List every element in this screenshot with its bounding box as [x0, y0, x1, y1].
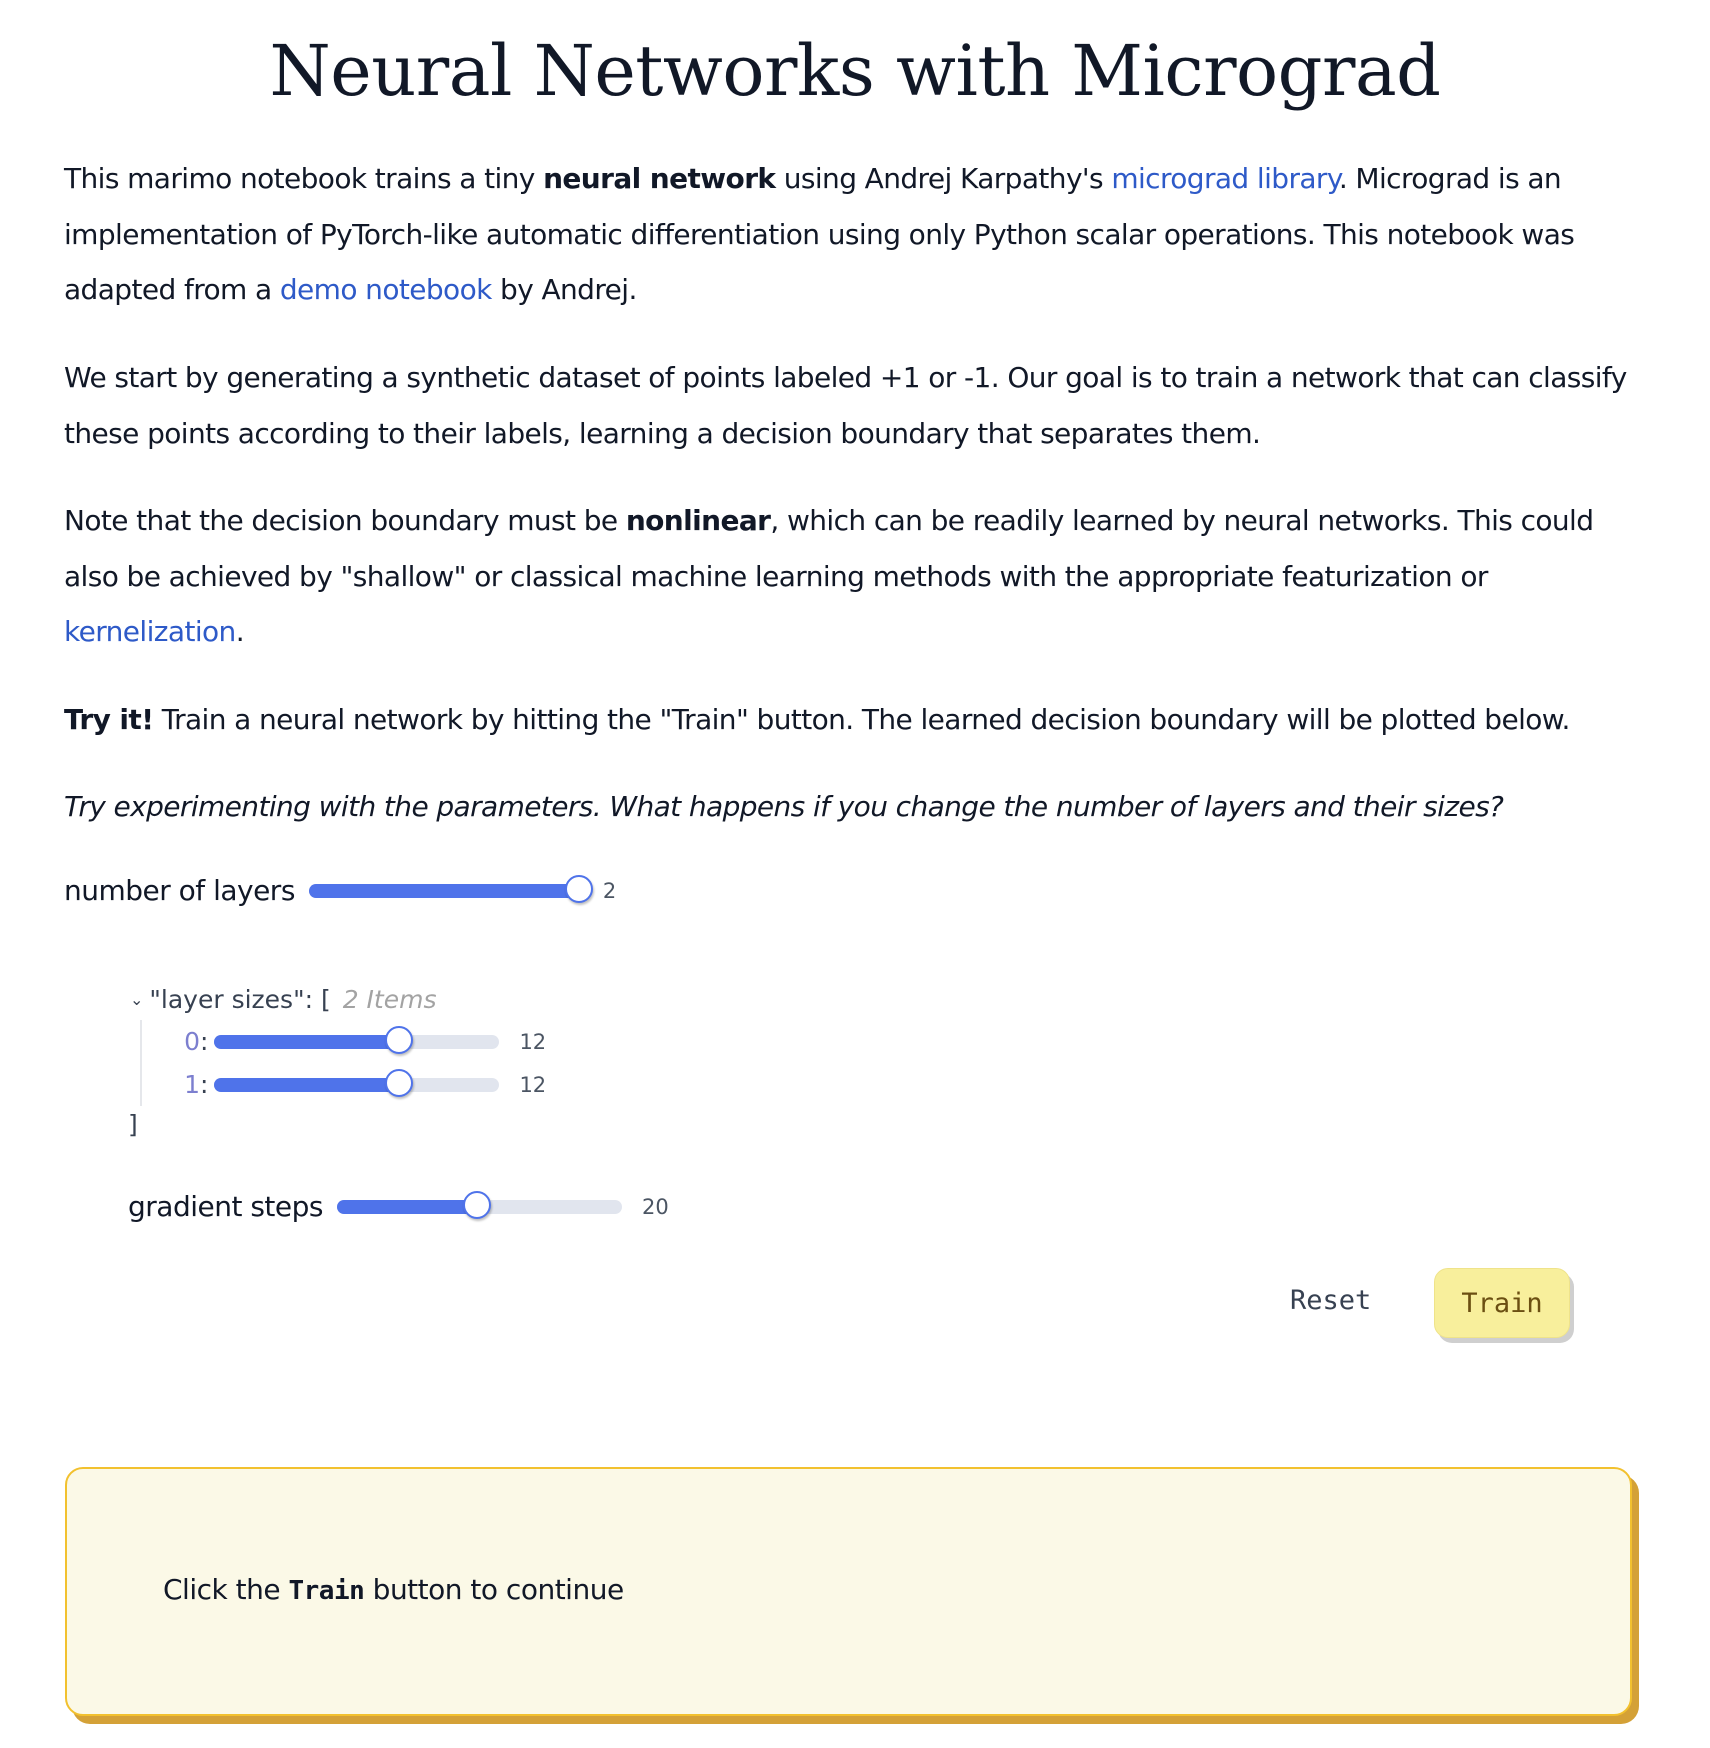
layer-sizes-tree: ⌄ "layer sizes": [ 2 Items 0: 12 1: 12: [130, 985, 546, 1106]
gradient-steps-control: gradient steps 20: [128, 1190, 669, 1223]
train-button[interactable]: Train: [1434, 1268, 1570, 1338]
text: button to continue: [364, 1573, 625, 1606]
number-of-layers-slider[interactable]: [308, 874, 593, 903]
colon: :: [200, 1070, 209, 1099]
slider-fill: [308, 883, 579, 898]
chevron-down-icon[interactable]: ⌄: [130, 990, 144, 1009]
layer-size-0-value: 12: [519, 1029, 547, 1054]
callout-box: Click the Train button to continue: [65, 1467, 1632, 1716]
demo-notebook-link[interactable]: demo notebook: [279, 273, 492, 306]
slider-thumb[interactable]: [385, 1025, 414, 1054]
text: Train a neural network by hitting the "T…: [153, 703, 1571, 736]
bold-text: Try it!: [64, 703, 154, 736]
text: Note that the decision boundary must be: [64, 504, 626, 537]
number-of-layers-value: 2: [602, 878, 617, 903]
layer-index: 0: [184, 1027, 200, 1056]
intro-paragraph-4: Try it! Train a neural network by hittin…: [64, 692, 1654, 748]
text: . Micrograd is an implementation of PyTo…: [64, 162, 1575, 306]
intro-paragraph-1: This marimo notebook trains a tiny neura…: [64, 151, 1654, 318]
page-title: Neural Networks with Micrograd: [269, 30, 1441, 112]
layer-sizes-header[interactable]: ⌄ "layer sizes": [ 2 Items: [130, 985, 546, 1014]
slider-thumb[interactable]: [463, 1190, 492, 1219]
gradient-steps-value: 20: [642, 1194, 669, 1219]
layer-size-1-value: 12: [519, 1072, 547, 1097]
code-text: Train: [288, 1576, 365, 1606]
slider-thumb[interactable]: [564, 874, 593, 903]
layer-size-1-slider[interactable]: [214, 1068, 500, 1097]
intro-paragraph-3: Note that the decision boundary must be …: [64, 493, 1654, 660]
intro-paragraph-5: Try experimenting with the parameters. W…: [64, 779, 1654, 835]
bold-text: neural network: [543, 162, 776, 195]
slider-fill: [214, 1034, 400, 1049]
slider-fill: [337, 1199, 478, 1214]
text: , which can be readily learned by neural…: [64, 504, 1594, 593]
layer-size-0-slider[interactable]: [214, 1025, 500, 1054]
layer-sizes-key: "layer sizes": [: [149, 985, 331, 1014]
bold-text: nonlinear: [625, 504, 771, 537]
number-of-layers-label: number of layers: [64, 874, 295, 907]
kernelization-link[interactable]: kernelization: [64, 615, 236, 648]
slider-fill: [214, 1077, 400, 1092]
layer-index: 1: [184, 1070, 200, 1099]
text: This marimo notebook trains a tiny: [64, 162, 544, 195]
text: by Andrej.: [491, 273, 637, 306]
layer-size-row: 1: 12: [172, 1063, 546, 1106]
micrograd-library-link[interactable]: micrograd library: [1111, 162, 1339, 195]
items-count: 2 Items: [342, 985, 437, 1014]
text: Click the: [163, 1573, 289, 1606]
colon: :: [200, 1027, 209, 1056]
reset-button[interactable]: Reset: [1290, 1285, 1372, 1316]
text: using Andrej Karpathy's: [775, 162, 1112, 195]
closing-bracket: ]: [128, 1110, 138, 1139]
intro-paragraph-2: We start by generating a synthetic datas…: [64, 361, 1627, 450]
gradient-steps-label: gradient steps: [128, 1190, 324, 1223]
number-of-layers-control: number of layers 2: [64, 874, 616, 907]
callout-message: Click the Train button to continue: [163, 1573, 624, 1606]
gradient-steps-slider[interactable]: [337, 1190, 623, 1219]
text: .: [235, 615, 245, 648]
layer-sizes-list: 0: 12 1: 12: [140, 1020, 546, 1106]
slider-thumb[interactable]: [385, 1068, 414, 1097]
italic-text: Try experimenting with the parameters. W…: [64, 790, 1504, 823]
layer-size-row: 0: 12: [172, 1020, 546, 1063]
